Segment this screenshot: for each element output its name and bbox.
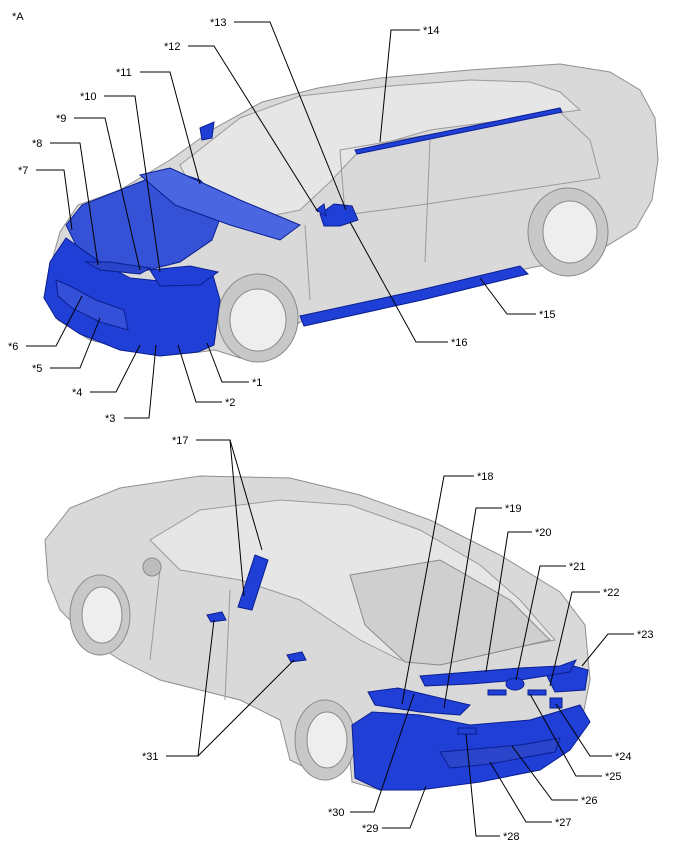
leader-c9 xyxy=(74,117,141,271)
front-car-front-rim xyxy=(229,288,287,352)
leader-c7 xyxy=(36,169,73,231)
emblem xyxy=(505,677,525,691)
headlight xyxy=(149,265,220,287)
callout-label-4: *4 xyxy=(72,387,82,399)
callout-label-18: *18 xyxy=(477,471,494,483)
leader-c27 xyxy=(489,761,552,823)
fender-mudguard xyxy=(199,121,215,141)
rear-window xyxy=(349,559,551,666)
callout-label-21: *21 xyxy=(569,561,586,573)
rear-car-front-rim xyxy=(81,586,123,644)
callout-label-3: *3 xyxy=(105,413,115,425)
leader-c3 xyxy=(124,344,157,419)
rear-diffuser xyxy=(439,737,561,769)
rocker-panel-molding xyxy=(299,265,529,327)
rear-door-handle xyxy=(206,611,227,623)
front-door-handle xyxy=(286,651,307,663)
leader-c16 xyxy=(349,221,448,343)
figure-id-label: *A xyxy=(12,11,24,23)
leader-c6 xyxy=(26,295,83,347)
leader-c8 xyxy=(50,142,99,266)
callout-label-24: *24 xyxy=(615,751,632,763)
leader-c29 xyxy=(382,785,427,829)
leader-c31b xyxy=(197,659,295,757)
leader-c23 xyxy=(581,633,634,667)
leader-c1 xyxy=(206,342,249,383)
fuel-door xyxy=(142,557,162,577)
leader-c14 xyxy=(379,29,420,143)
leader-c4 xyxy=(90,344,141,393)
callout-label-7: *7 xyxy=(18,165,28,177)
roof-molding xyxy=(354,107,563,155)
radiator-grille xyxy=(84,261,152,275)
callout-label-19: *19 xyxy=(505,503,522,515)
callout-label-28: *28 xyxy=(503,831,520,843)
callout-label-11: *11 xyxy=(116,67,132,79)
callout-label-20: *20 xyxy=(535,527,552,539)
callout-label-2: *2 xyxy=(225,397,235,409)
rear-name-plate xyxy=(549,697,563,709)
leader-c2 xyxy=(177,344,222,403)
callout-label-23: *23 xyxy=(637,629,654,641)
leader-c19 xyxy=(443,507,502,709)
leader-c28 xyxy=(465,733,500,837)
front-view-car xyxy=(43,63,659,363)
leader-c17b xyxy=(229,439,263,551)
callout-label-5: *5 xyxy=(32,363,42,375)
leader-c12 xyxy=(188,45,319,213)
leader-c10 xyxy=(104,95,161,273)
callout-label-9: *9 xyxy=(56,113,66,125)
leader-lines xyxy=(26,21,634,837)
callout-label-22: *22 xyxy=(603,587,620,599)
b-pillar-garnish xyxy=(237,554,269,611)
callout-label-12: *12 xyxy=(164,41,181,53)
leader-c18 xyxy=(401,475,474,705)
callout-label-15: *15 xyxy=(539,309,556,321)
leader-c13 xyxy=(234,21,347,211)
rear-car-door-line xyxy=(149,569,231,701)
callout-labels: *A *1 *2 *3 *4 *5 *6 *7 *8 *9 *10 *11 *1… xyxy=(8,11,654,843)
callout-label-10: *10 xyxy=(80,91,97,103)
leader-c26 xyxy=(511,745,578,801)
rear-view-car xyxy=(44,475,591,791)
leader-c22 xyxy=(549,591,600,687)
callout-label-17: *17 xyxy=(172,435,189,447)
callout-label-25: *25 xyxy=(605,771,622,783)
callout-label-6: *6 xyxy=(8,341,18,353)
callout-label-29: *29 xyxy=(362,823,379,835)
leader-c30 xyxy=(350,693,415,813)
rear-emblem-right xyxy=(527,689,547,696)
callout-label-26: *26 xyxy=(581,795,598,807)
outer-mirror xyxy=(319,203,359,227)
leader-c5 xyxy=(50,317,101,369)
leader-c25 xyxy=(529,693,602,777)
lower-grille xyxy=(55,279,129,331)
callout-label-27: *27 xyxy=(555,817,572,829)
callout-label-8: *8 xyxy=(32,138,42,150)
rear-car-rear-rim xyxy=(306,711,348,769)
leader-c15 xyxy=(479,277,536,315)
windshield-cowl xyxy=(138,167,301,241)
mirror-base xyxy=(315,203,327,217)
callout-label-16: *16 xyxy=(451,337,468,349)
callout-label-1: *1 xyxy=(252,377,262,389)
callout-label-31: *31 xyxy=(142,751,159,763)
leader-c20 xyxy=(485,531,532,673)
front-car-door-line xyxy=(304,139,431,301)
callout-label-14: *14 xyxy=(423,25,440,37)
leader-c11 xyxy=(140,71,201,185)
leader-c24 xyxy=(555,703,612,757)
rear-emblem-left xyxy=(487,689,507,696)
callout-label-13: *13 xyxy=(210,17,227,29)
front-car-rear-rim xyxy=(542,200,598,264)
callout-label-30: *30 xyxy=(328,807,345,819)
leader-c21 xyxy=(515,565,566,681)
license-plate-light xyxy=(457,727,477,735)
rear-bumper xyxy=(351,704,591,791)
